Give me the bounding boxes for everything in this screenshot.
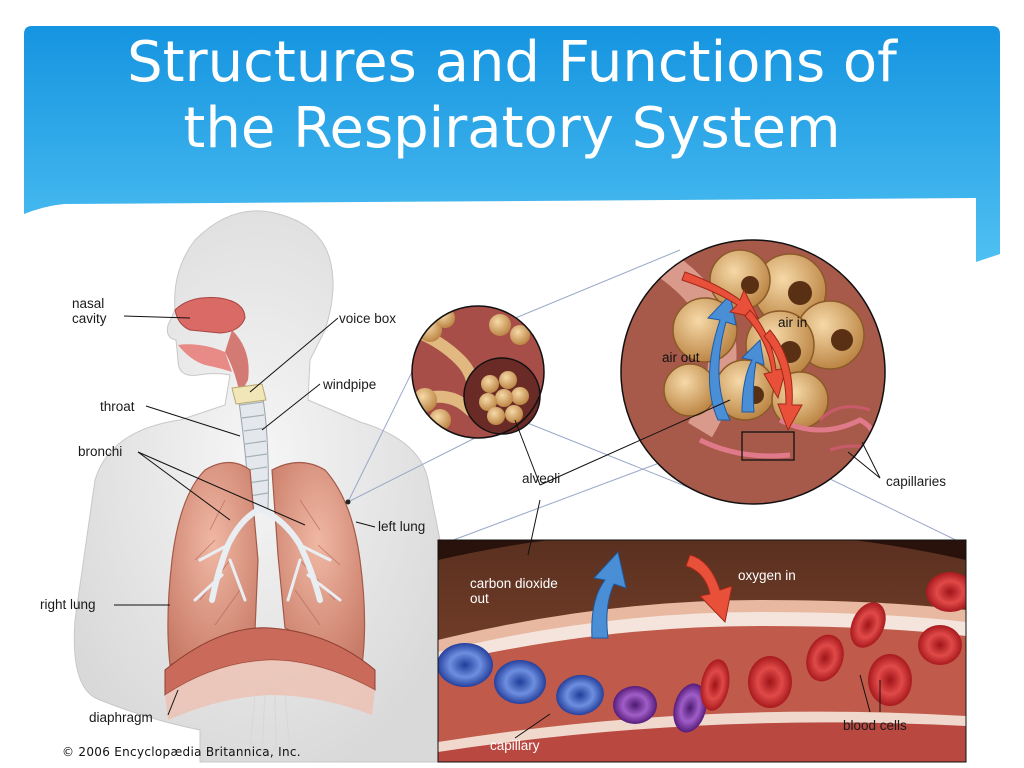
nasal-cavity-shape (174, 297, 246, 334)
label-alveoli: alveoli (522, 471, 561, 486)
slide-title: Structures and Functions of the Respirat… (24, 30, 1000, 162)
label-voice-box: voice box (339, 311, 397, 326)
label-right-lung: right lung (40, 597, 96, 612)
label-diaphragm: diaphragm (89, 710, 153, 725)
label-windpipe: windpipe (323, 377, 377, 392)
label-capillary: capillary (490, 738, 540, 753)
title-banner (24, 26, 1000, 262)
capillary-zoom-panel (437, 539, 967, 763)
title-line-1: Structures and Functions of (127, 30, 897, 95)
label-air-out: air out (662, 350, 700, 365)
label-bronchi: bronchi (78, 444, 123, 459)
title-line-2: the Respiratory System (183, 96, 841, 161)
label-left-lung: left lung (378, 519, 426, 534)
oxygen-arrow (685, 554, 733, 624)
alveoli-detail-view (620, 239, 886, 505)
label-air-in: air in (778, 315, 808, 330)
label-oxygen-in: oxygen in (738, 568, 796, 583)
leader-lines (114, 315, 881, 739)
windpipe-shape (231, 383, 269, 513)
alveoli-cluster-view (411, 305, 545, 439)
air-in-arrow (681, 271, 759, 319)
carbon-dioxide-arrow (591, 550, 627, 639)
label-throat: throat (100, 399, 135, 414)
label-nasal-cavity: nasal cavity (72, 296, 107, 326)
label-blood-cells: blood cells (843, 718, 907, 733)
copyright-credit: © 2006 Encyclopædia Britannica, Inc. (62, 745, 301, 759)
label-carbon-dioxide-out: carbon dioxide out (470, 576, 558, 606)
label-capillaries: capillaries (886, 474, 947, 489)
